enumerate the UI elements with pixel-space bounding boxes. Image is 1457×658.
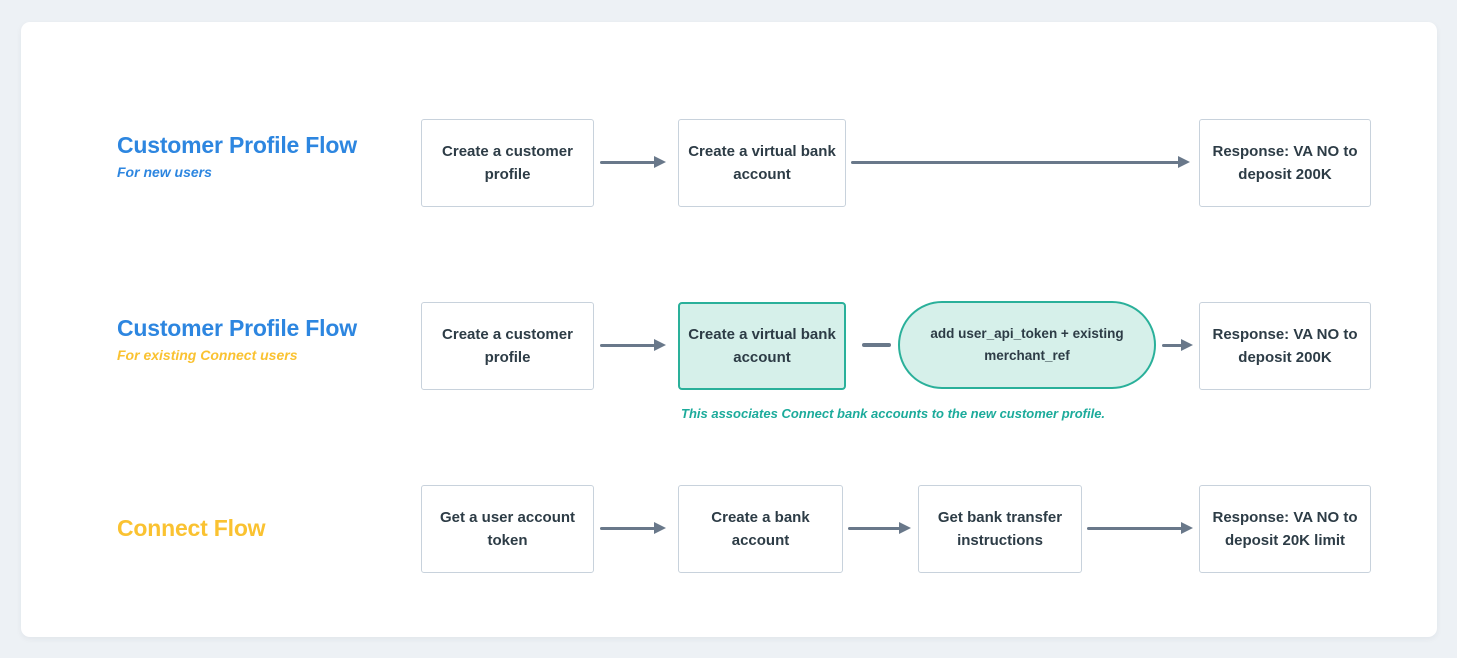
annotation-label: add user_api_token + existing merchant_r… [930, 326, 1124, 363]
response-label: Response: VA NO to deposit 20K limit [1212, 508, 1358, 549]
step-box-create-customer-profile: Create a customer profile [421, 302, 594, 390]
response-label: Response: VA NO to deposit 200K [1212, 325, 1358, 366]
response-label: Response: VA NO to deposit 200K [1212, 142, 1358, 183]
flow-title: Connect Flow [117, 515, 266, 541]
step-label: Get bank transfer instructions [937, 508, 1063, 549]
step-box-create-bank-account: Create a bank account [678, 485, 843, 573]
flow-subtitle: For existing Connect users [117, 347, 298, 363]
diagram-card: Customer Profile Flow For new users Crea… [21, 22, 1437, 637]
step-label: Create a customer profile [442, 325, 573, 366]
step-label: Create a customer profile [442, 142, 573, 183]
step-label: Get a user account token [439, 508, 576, 549]
step-label: Create a virtual bank account [688, 142, 836, 183]
response-box: Response: VA NO to deposit 20K limit [1199, 485, 1371, 573]
step-label: Create a bank account [711, 508, 810, 549]
flow-arrow-icon [851, 156, 1190, 168]
flow-arrow-icon [600, 339, 666, 351]
flow-arrow-icon [600, 156, 666, 168]
flow-arrow-icon [1087, 522, 1193, 534]
flow-connector-dash-icon [862, 343, 891, 347]
step-box-create-customer-profile: Create a customer profile [421, 119, 594, 207]
step-box-create-virtual-bank-account-highlighted: Create a virtual bank account [678, 302, 846, 390]
flow-arrow-icon [1162, 339, 1193, 351]
annotation-pill: add user_api_token + existing merchant_r… [898, 301, 1156, 389]
step-box-create-virtual-bank-account: Create a virtual bank account [678, 119, 846, 207]
response-box: Response: VA NO to deposit 200K [1199, 302, 1371, 390]
flow-title: Customer Profile Flow [117, 315, 357, 341]
flow-subtitle: For new users [117, 164, 212, 180]
step-box-get-user-account-token: Get a user account token [421, 485, 594, 573]
flow-note: This associates Connect bank accounts to… [681, 406, 1106, 421]
step-box-get-bank-transfer-instructions: Get bank transfer instructions [918, 485, 1082, 573]
flow-arrow-icon [848, 522, 911, 534]
flow-arrow-icon [600, 522, 666, 534]
flow-title: Customer Profile Flow [117, 132, 357, 158]
step-label: Create a virtual bank account [688, 325, 836, 366]
response-box: Response: VA NO to deposit 200K [1199, 119, 1371, 207]
